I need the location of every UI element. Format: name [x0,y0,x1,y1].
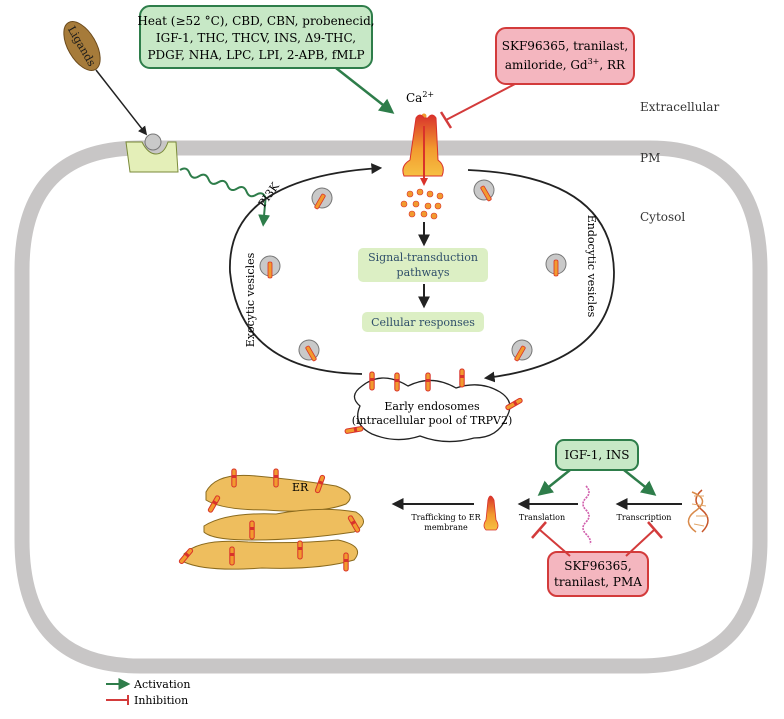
legend: Activation Inhibition [106,678,190,707]
endocytic-loop [467,169,615,383]
inhibition-line-translation [539,529,571,557]
endoplasmic-reticulum: ER [178,468,364,572]
cytosol-label: Cytosol [640,210,685,224]
inhibitors-box: SKF96365, tranilast, amiloride, Gd3+, RR [495,27,635,85]
inhibition-bar-translation [531,521,547,539]
early-endosome: Early endosomes (intracellular pool of T… [344,368,524,443]
legend-inhibition-label: Inhibition [134,694,188,707]
receptor [125,133,179,173]
inhibition-line-top [445,83,516,121]
activators-line-2: IGF-1, THC, THCV, INS, Δ9-THC, [156,31,356,45]
inhibitors-line-2: amiloride, Gd3+, RR [505,57,626,72]
inhibitors-bottom-box: SKF96365, tranilast, PMA [547,551,649,597]
exocytic-label: Exocytic vesicles [244,252,257,347]
mrna-strand [582,485,592,545]
er-label: ER [292,481,309,494]
inhibition-bar-top [439,111,453,129]
new-channel [483,495,499,531]
translation-label: Translation [519,513,565,522]
signal-line-1: Signal-transduction [368,251,478,264]
activators-line-3: PDGF, NHA, LPC, LPI, 2-APB, fMLP [147,48,364,62]
cellular-responses-label: Cellular responses [371,316,475,329]
activators-box: Heat (≥52 °C), CBD, CBN, probenecid, IGF… [137,5,375,69]
activators-line-1: Heat (≥52 °C), CBD, CBN, probenecid, [137,14,374,28]
pi3k-label: PI3K [256,180,283,210]
activation-arrow-top [335,67,395,114]
trafficking-line-2: membrane [424,523,468,532]
calcium-ion-label: Ca2+ [406,90,434,105]
inhibitors-bottom-line-2: tranilast, PMA [554,575,642,589]
activation-arrow-translation [537,469,571,496]
ligand-arrow [95,69,148,136]
exocytic-loop [229,163,383,375]
plasma-membrane [14,140,768,674]
transcription-label: Transcription [617,513,672,522]
legend-activation-label: Activation [133,678,190,691]
activation-arrow-transcription [623,469,657,496]
endosome-line-2: (intracellular pool of TRPV2) [352,414,513,427]
inhibition-line-transcription [625,529,655,557]
endocytic-label: Endocytic vesicles [585,215,598,318]
extracellular-label: Extracellular [640,100,719,114]
calcium-ions-cytosol [400,188,444,220]
inhibitors-line-1: SKF96365, tranilast, [502,39,628,53]
signal-transduction-box: Signal-transduction pathways [358,248,488,282]
pm-label: PM [640,151,660,165]
ligands: Ligands [63,21,101,71]
dna-helix [687,489,709,533]
cellular-responses-box: Cellular responses [362,312,484,332]
inhibitors-bottom-line-1: SKF96365, [564,559,632,573]
pi3k-signal-wave [179,167,271,227]
endosome-line-1: Early endosomes [384,400,480,413]
trpv2-channel [402,114,444,186]
activators-bottom-label: IGF-1, INS [565,448,630,462]
inhibition-bar-transcription [647,521,663,539]
activators-bottom-box: IGF-1, INS [555,439,639,471]
trafficking-line-1: Trafficking to ER [411,513,481,522]
signal-line-2: pathways [397,266,450,279]
